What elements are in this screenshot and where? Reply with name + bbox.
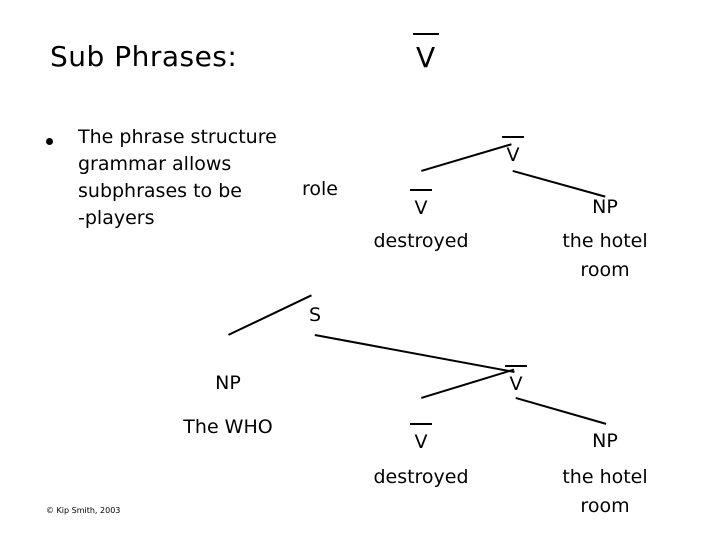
bottom-tree-right-right-child: NP [592, 430, 618, 452]
bottom-tree-left-leaf: The WHO [183, 416, 273, 438]
bottom-tree-root: S [308, 304, 322, 326]
bottom-tree-right-right-leaf-line1: the hotel [562, 466, 648, 488]
bullet-text: The phrase structure grammar allows subp… [78, 124, 338, 232]
top-tree-right-leaf-line2: room [580, 259, 630, 281]
bottom-tree-right-child-label: V [509, 373, 523, 395]
bottom-tree-right-right-leaf-line2: room [580, 495, 630, 517]
bottom-tree-right-left-child-label: V [414, 431, 428, 453]
page-title: Sub Phrases: [50, 40, 238, 73]
top-tree-right-child: NP [592, 196, 618, 218]
bullet-text-main: The phrase structure grammar allows subp… [78, 126, 277, 202]
title-vbar-symbol: V [416, 40, 435, 74]
bullet-marker [46, 138, 53, 145]
top-tree-left-leaf: destroyed [373, 230, 469, 252]
bottom-tree-right-left-child: V [391, 430, 451, 453]
top-tree-root-label: V [506, 144, 520, 166]
top-tree-branch-right [512, 170, 606, 198]
title-vbar-glyph: V [416, 41, 436, 74]
bottom-tree-right-child: V [486, 372, 546, 395]
bottom-tree-branch-right [314, 334, 515, 373]
bullet-text-tail: -players [78, 207, 155, 229]
bullet-inline-word: role [302, 178, 338, 200]
bottom-tree-right-left-leaf: destroyed [373, 466, 469, 488]
bottom-tree-left-child: NP [215, 372, 241, 394]
copyright-footer: © Kip Smith, 2003 [46, 506, 121, 515]
top-tree-left-child-label: V [414, 197, 428, 219]
bottom-tree-subbranch-right [515, 397, 607, 425]
top-tree-right-leaf-line1: the hotel [562, 230, 648, 252]
top-tree-left-child: V [391, 196, 451, 219]
top-tree-root: V [483, 143, 543, 166]
